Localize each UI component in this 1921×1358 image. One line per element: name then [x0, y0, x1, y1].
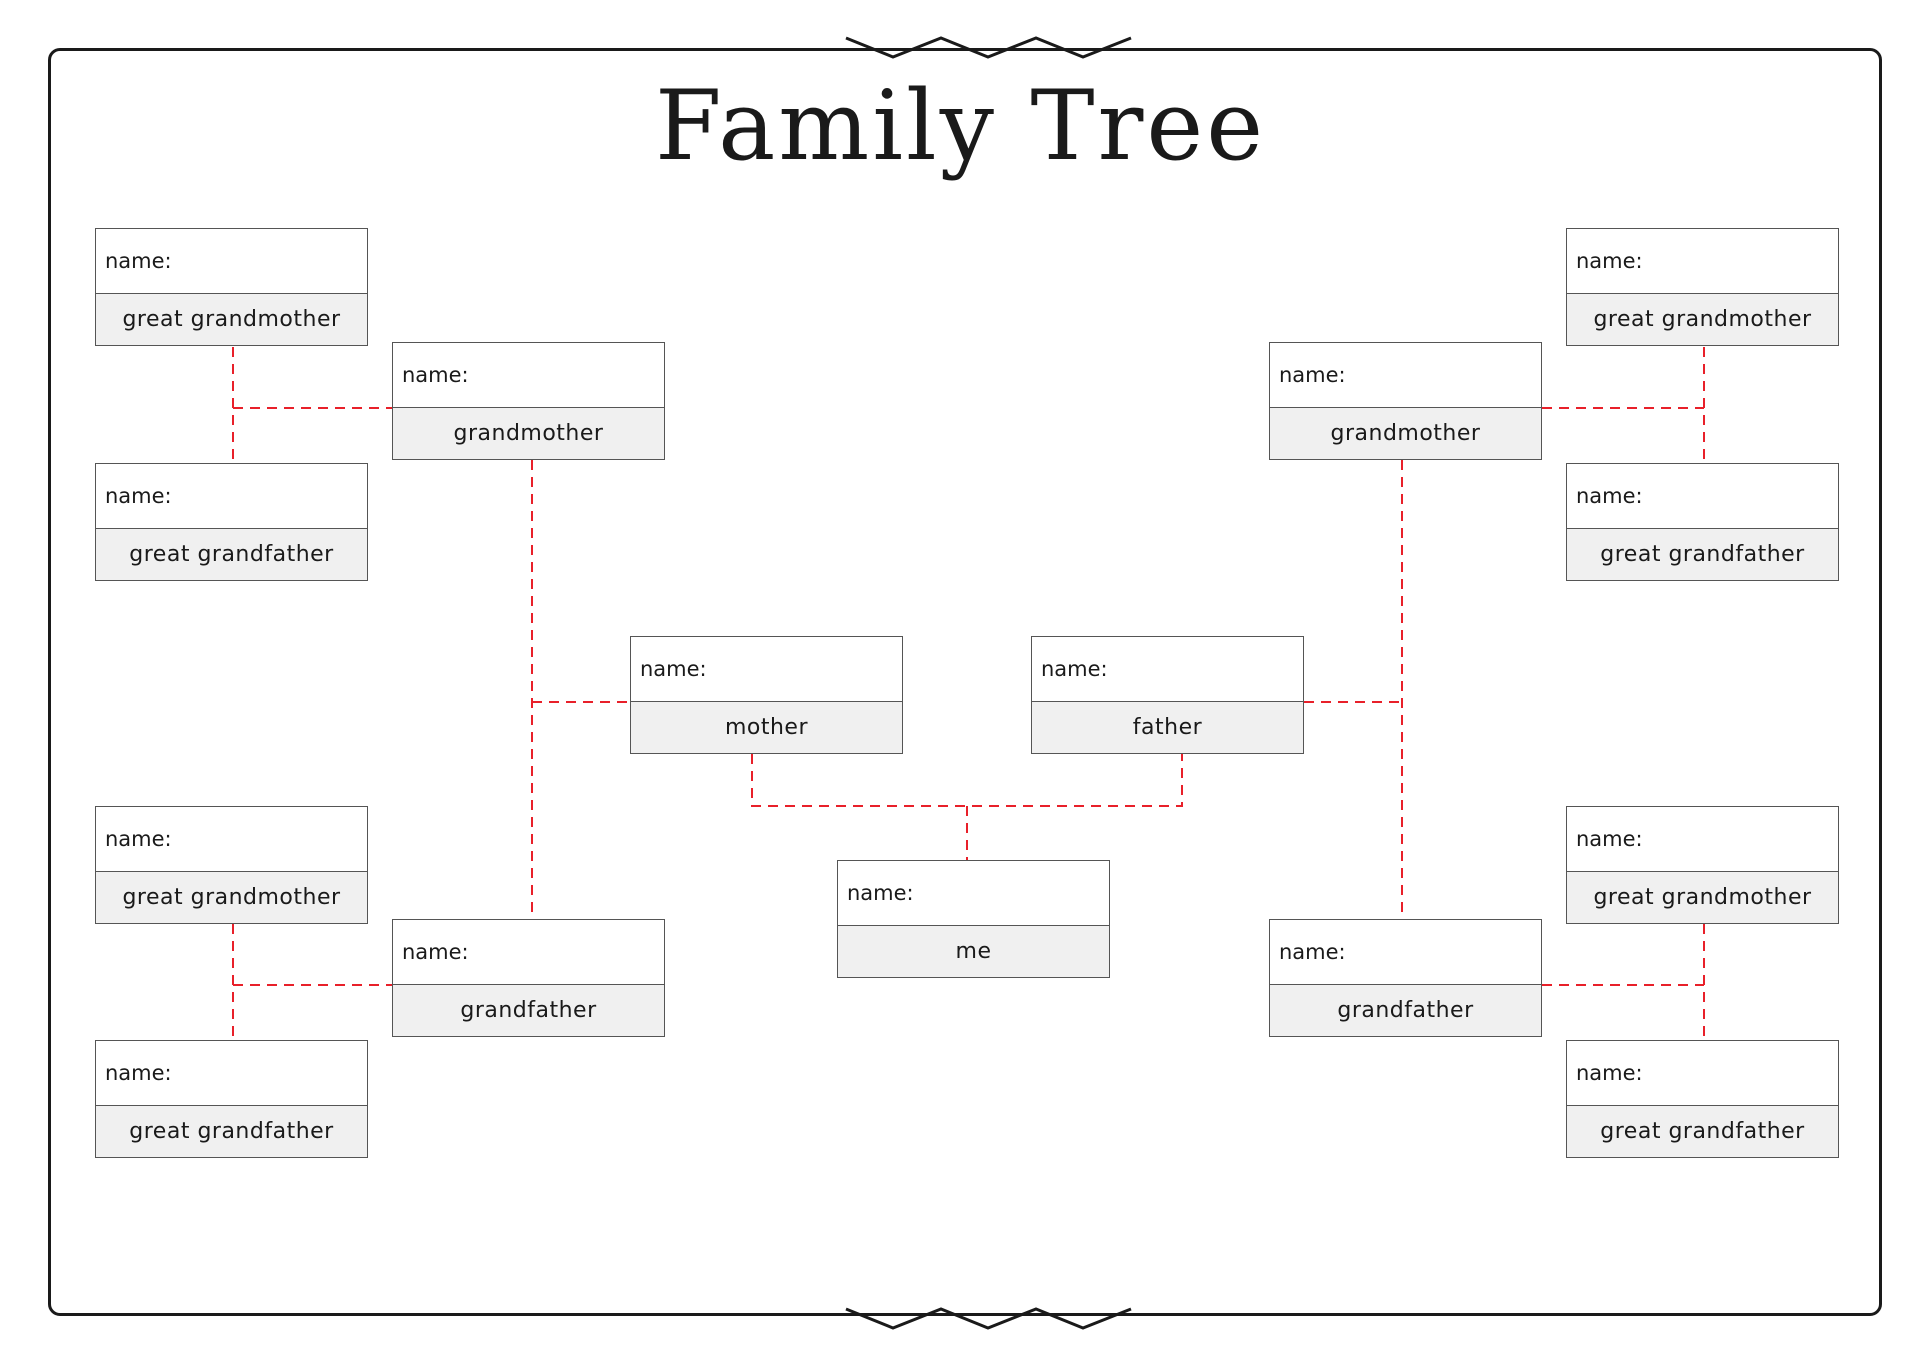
name-label: name: [402, 940, 469, 964]
name-label: name: [847, 881, 914, 905]
name-label: name: [1576, 1061, 1643, 1085]
role-label: grandfather [393, 985, 664, 1036]
role-label: mother [631, 702, 902, 753]
name-label: name: [1576, 827, 1643, 851]
role-label: great grandfather [96, 529, 367, 580]
name-field[interactable]: name: [1567, 807, 1838, 872]
member-box-grandfather[interactable]: name: grandfather [1269, 919, 1542, 1037]
role-label: me [838, 926, 1109, 977]
member-box-great-grandmother[interactable]: name: great grandmother [95, 228, 368, 346]
member-box-grandfather[interactable]: name: grandfather [392, 919, 665, 1037]
name-label: name: [640, 657, 707, 681]
top-zigzag-ornament [845, 36, 1132, 59]
name-field[interactable]: name: [1032, 637, 1303, 702]
role-label: great grandmother [1567, 872, 1838, 923]
member-box-great-grandmother[interactable]: name: great grandmother [1566, 228, 1839, 346]
name-label: name: [1041, 657, 1108, 681]
role-label: great grandmother [96, 872, 367, 923]
name-label: name: [1279, 363, 1346, 387]
member-box-great-grandfather[interactable]: name: great grandfather [1566, 463, 1839, 581]
role-label: grandfather [1270, 985, 1541, 1036]
role-label: great grandfather [96, 1106, 367, 1157]
member-box-me[interactable]: name: me [837, 860, 1110, 978]
role-label: great grandmother [96, 294, 367, 345]
role-label: great grandmother [1567, 294, 1838, 345]
name-label: name: [1576, 484, 1643, 508]
name-label: name: [1279, 940, 1346, 964]
member-box-great-grandfather[interactable]: name: great grandfather [95, 463, 368, 581]
member-box-great-grandfather[interactable]: name: great grandfather [95, 1040, 368, 1158]
member-box-grandmother[interactable]: name: grandmother [1269, 342, 1542, 460]
name-label: name: [1576, 249, 1643, 273]
name-label: name: [105, 484, 172, 508]
member-box-great-grandfather[interactable]: name: great grandfather [1566, 1040, 1839, 1158]
page-frame [48, 48, 1882, 1316]
connector-line [751, 754, 1183, 807]
name-field[interactable]: name: [96, 807, 367, 872]
name-field[interactable]: name: [1270, 920, 1541, 985]
name-label: name: [105, 249, 172, 273]
member-box-grandmother[interactable]: name: grandmother [392, 342, 665, 460]
name-field[interactable]: name: [96, 229, 367, 294]
name-field[interactable]: name: [1567, 229, 1838, 294]
bottom-zigzag-ornament [845, 1307, 1132, 1330]
name-field[interactable]: name: [393, 920, 664, 985]
name-field[interactable]: name: [838, 861, 1109, 926]
name-field[interactable]: name: [96, 1041, 367, 1106]
role-label: grandmother [1270, 408, 1541, 459]
name-label: name: [105, 1061, 172, 1085]
name-field[interactable]: name: [96, 464, 367, 529]
name-label: name: [105, 827, 172, 851]
name-field[interactable]: name: [393, 343, 664, 408]
role-label: great grandfather [1567, 529, 1838, 580]
member-box-father[interactable]: name: father [1031, 636, 1304, 754]
name-field[interactable]: name: [1567, 464, 1838, 529]
member-box-mother[interactable]: name: mother [630, 636, 903, 754]
role-label: grandmother [393, 408, 664, 459]
name-field[interactable]: name: [1270, 343, 1541, 408]
name-label: name: [402, 363, 469, 387]
role-label: great grandfather [1567, 1106, 1838, 1157]
page-title: Family Tree [654, 70, 1267, 182]
name-field[interactable]: name: [631, 637, 902, 702]
name-field[interactable]: name: [1567, 1041, 1838, 1106]
role-label: father [1032, 702, 1303, 753]
member-box-great-grandmother[interactable]: name: great grandmother [1566, 806, 1839, 924]
member-box-great-grandmother[interactable]: name: great grandmother [95, 806, 368, 924]
